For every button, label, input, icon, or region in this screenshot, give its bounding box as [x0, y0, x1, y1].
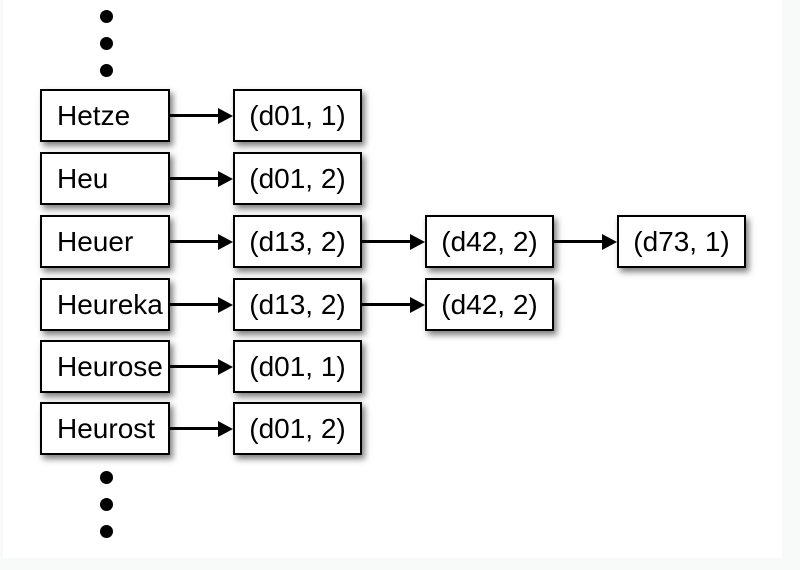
posting-label: (d01, 1) [249, 99, 346, 131]
ellipsis-dot-icon [100, 64, 113, 77]
arrow-right-icon [170, 233, 233, 250]
posting-box: (d13, 2) [233, 215, 362, 268]
posting-box: (d01, 1) [233, 340, 362, 393]
posting-box: (d42, 2) [425, 278, 554, 331]
index-row-heurost: Heurost (d01, 2) [40, 402, 362, 455]
posting-label: (d42, 2) [441, 288, 538, 320]
index-row-heurose: Heurose (d01, 1) [40, 340, 362, 393]
term-box: Heureka [40, 278, 170, 331]
posting-label: (d01, 2) [249, 412, 346, 444]
ellipsis-dot-icon [100, 471, 113, 484]
arrow-right-icon [170, 358, 233, 375]
term-label: Heurose [57, 350, 163, 382]
posting-label: (d01, 2) [249, 162, 346, 194]
term-label: Heureka [57, 288, 163, 320]
term-box: Heurost [40, 402, 170, 455]
posting-box: (d13, 2) [233, 278, 362, 331]
vertical-ellipsis-bottom-icon [100, 471, 113, 538]
posting-box: (d42, 2) [425, 215, 554, 268]
posting-box: (d01, 2) [233, 402, 362, 455]
posting-label: (d13, 2) [249, 225, 346, 257]
term-box: Heurose [40, 340, 170, 393]
posting-label: (d01, 1) [249, 350, 346, 382]
index-row-hetze: Hetze (d01, 1) [40, 89, 362, 142]
term-box: Heuer [40, 215, 170, 268]
arrow-right-icon [170, 170, 233, 187]
arrow-right-icon [362, 296, 425, 313]
ellipsis-dot-icon [100, 498, 113, 511]
posting-label: (d13, 2) [249, 288, 346, 320]
term-label: Heu [57, 162, 109, 194]
term-box: Heu [40, 152, 170, 205]
ellipsis-dot-icon [100, 37, 113, 50]
arrow-right-icon [170, 296, 233, 313]
ellipsis-dot-icon [100, 525, 113, 538]
ellipsis-dot-icon [100, 10, 113, 23]
posting-label: (d73, 1) [633, 225, 730, 257]
index-row-heureka: Heureka (d13, 2) (d42, 2) [40, 278, 554, 331]
arrow-right-icon [362, 233, 425, 250]
term-label: Heuer [57, 225, 134, 257]
arrow-right-icon [554, 233, 617, 250]
term-label: Hetze [57, 99, 131, 131]
posting-box: (d01, 1) [233, 89, 362, 142]
arrow-right-icon [170, 107, 233, 124]
arrow-right-icon [170, 420, 233, 437]
index-row-heuer: Heuer (d13, 2) (d42, 2) (d73, 1) [40, 215, 746, 268]
index-row-heu: Heu (d01, 2) [40, 152, 362, 205]
term-label: Heurost [57, 412, 156, 444]
posting-box: (d01, 2) [233, 152, 362, 205]
posting-label: (d42, 2) [441, 225, 538, 257]
posting-box: (d73, 1) [617, 215, 746, 268]
term-box: Hetze [40, 89, 170, 142]
vertical-ellipsis-top-icon [100, 10, 113, 77]
